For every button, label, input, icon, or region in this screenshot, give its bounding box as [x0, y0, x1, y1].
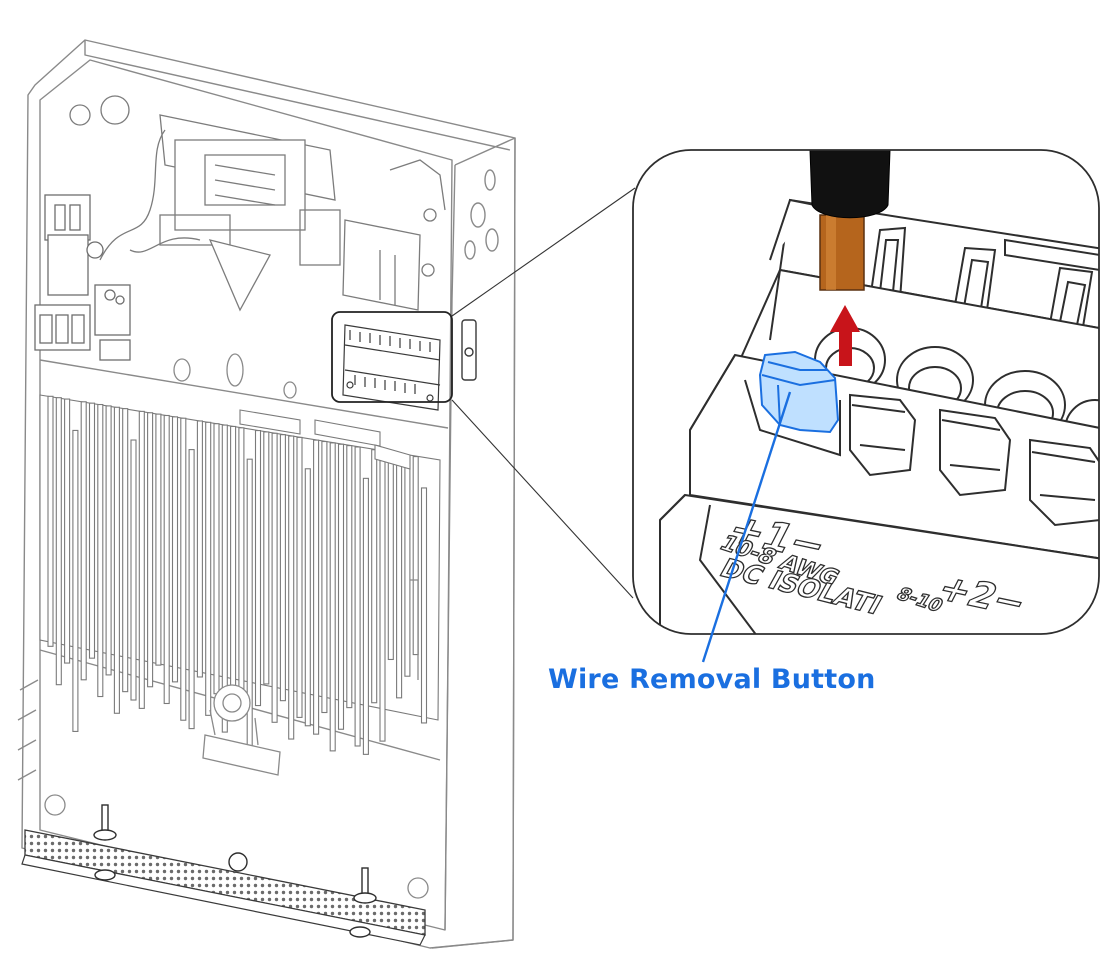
heatsink-fin [337, 443, 345, 730]
heatsink-fin [288, 435, 295, 740]
heatsink-fin [188, 449, 195, 730]
heatsink-fin [105, 405, 112, 676]
heatsink-fin [420, 487, 428, 724]
heatsink-fin [271, 432, 278, 723]
heatsink-fin [205, 421, 212, 716]
heatsink-fin [412, 456, 419, 656]
center-bosses [173, 353, 297, 399]
heatsink-fin [362, 477, 369, 755]
heatsink [39, 394, 441, 758]
upper-wiring-area [69, 95, 446, 312]
heatsink-fin [213, 423, 220, 695]
zoom-frame [632, 149, 1100, 635]
wire-removal-button [758, 350, 840, 434]
arrow-up-icon [830, 305, 860, 366]
heatsink-fin [387, 451, 394, 661]
dc-wire [809, 150, 891, 291]
heatsink-fin [329, 442, 336, 752]
heatsink-bracket [374, 444, 411, 470]
heatsink-fin [171, 416, 179, 683]
heatsink-fin [97, 403, 104, 698]
heatsink-fin [371, 449, 378, 704]
heatsink-fin [404, 454, 411, 677]
heatsink-fin [180, 417, 187, 721]
heatsink-fin [238, 427, 245, 690]
heatsink-fin [296, 436, 303, 718]
bottom-grip-bar [21, 804, 426, 946]
heatsink-fin [155, 413, 162, 666]
heatsink-fin [138, 410, 145, 709]
heatsink-fin [55, 397, 62, 686]
heatsink-fin [113, 406, 120, 714]
detail-highlight-box [331, 311, 453, 403]
heatsink-fin [147, 412, 154, 688]
heatsink-bracket [239, 409, 301, 435]
heatsink-fin [263, 431, 270, 685]
heatsink-fin [130, 439, 137, 701]
heatsink-fin [313, 439, 320, 735]
heatsink-fin [80, 401, 87, 681]
heatsink-fin [72, 429, 79, 732]
heatsink-fin [64, 398, 71, 664]
dc-terminal-block [342, 324, 441, 411]
heatsink-fin [254, 430, 262, 707]
heatsink-fin [346, 445, 353, 709]
lower-section [17, 579, 429, 899]
heatsink-fin [122, 408, 129, 693]
left-terminal-blocks [34, 194, 131, 361]
heatsink-fin [230, 425, 237, 711]
heatsink-fin [279, 434, 286, 702]
heatsink-fin [321, 440, 328, 714]
heatsink-fin [221, 424, 228, 733]
heatsink-fin [88, 402, 96, 659]
heatsink-fin [396, 453, 403, 699]
heatsink-fin [354, 446, 361, 747]
side-knockouts [461, 169, 499, 381]
wire-removal-button-label: Wire Removal Button [548, 664, 876, 695]
callout-leader-lines [451, 187, 636, 599]
heatsink-fin [379, 450, 386, 742]
heatsink-fin [163, 414, 170, 705]
zoom-detail: +1− 10-8 AWG DC ISOLATI 8-10 +2− [632, 149, 1100, 635]
heatsink-fin [304, 468, 311, 727]
callout-pointer-line [701, 391, 792, 663]
heatsink-fin [196, 420, 203, 678]
heatsink-fin [47, 395, 54, 647]
